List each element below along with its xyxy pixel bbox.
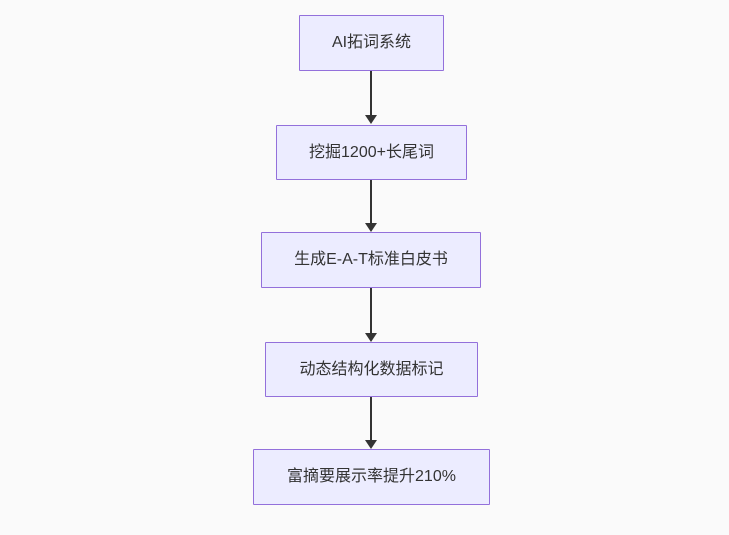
arrowhead-icon xyxy=(365,115,377,124)
arrow-line xyxy=(370,71,372,115)
arrowhead-icon xyxy=(365,333,377,342)
flowchart-node-label: 富摘要展示率提升210% xyxy=(287,468,456,485)
arrowhead-icon xyxy=(365,223,377,232)
flowchart-node: 挖掘1200+长尾词 xyxy=(276,125,467,180)
flowchart-node-label: AI拓词系统 xyxy=(331,34,412,51)
flowchart-node: 富摘要展示率提升210% xyxy=(253,449,490,505)
flowchart-node: AI拓词系统 xyxy=(299,15,444,71)
flowchart-node: 动态结构化数据标记 xyxy=(265,342,478,397)
flowchart-node: 生成E-A-T标准白皮书 xyxy=(261,232,481,288)
flowchart-node-label: 动态结构化数据标记 xyxy=(299,360,444,378)
arrow-connector xyxy=(365,71,377,124)
arrow-connector xyxy=(365,288,377,342)
arrow-line xyxy=(370,397,372,440)
flowchart-node-label: 生成E-A-T标准白皮书 xyxy=(294,251,448,268)
arrow-connector xyxy=(365,180,377,232)
arrow-connector xyxy=(365,397,377,449)
flowchart-node-label: 挖掘1200+长尾词 xyxy=(309,143,434,161)
arrowhead-icon xyxy=(365,440,377,449)
arrow-line xyxy=(370,288,372,333)
arrow-line xyxy=(370,180,372,223)
